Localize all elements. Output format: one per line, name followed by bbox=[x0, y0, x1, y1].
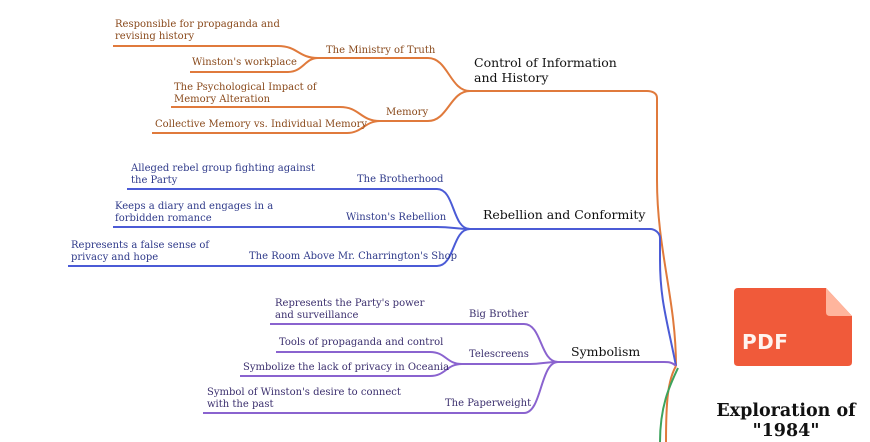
note-telescreens-propaganda[interactable]: Tools of propaganda and control bbox=[279, 337, 444, 348]
node-brotherhood[interactable]: The Brotherhood bbox=[357, 174, 444, 185]
winstons-rebellion-line bbox=[113, 226, 471, 230]
paperweight-line bbox=[203, 361, 559, 414]
note-brotherhood[interactable]: Alleged rebel group fighting against the… bbox=[131, 163, 315, 186]
control-trunk-line bbox=[470, 90, 677, 367]
memory-connector bbox=[380, 90, 471, 122]
note-ministry-propaganda[interactable]: Responsible for propaganda and revising … bbox=[115, 19, 280, 42]
ministry-connector bbox=[318, 57, 471, 92]
note-memory-psychological[interactable]: The Psychological Impact of Memory Alter… bbox=[174, 82, 317, 105]
lower-green-line bbox=[659, 367, 679, 442]
symbolism-branch-lines bbox=[203, 323, 677, 414]
memory-note-2-line bbox=[152, 120, 381, 134]
note-room-above-shop[interactable]: Represents a false sense of privacy and … bbox=[71, 240, 210, 263]
memory-note-1-line bbox=[171, 106, 381, 122]
branch-symbolism-label[interactable]: Symbolism bbox=[571, 344, 641, 359]
node-paperweight[interactable]: The Paperweight bbox=[445, 398, 532, 409]
note-winstons-rebellion[interactable]: Keeps a diary and engages in a forbidden… bbox=[115, 201, 274, 224]
note-telescreens-privacy[interactable]: Symbolize the lack of privacy in Oceania bbox=[243, 362, 450, 373]
root-topic-title[interactable]: Exploration of "1984" bbox=[716, 401, 856, 441]
brotherhood-line bbox=[127, 188, 471, 230]
node-memory[interactable]: Memory bbox=[386, 107, 429, 118]
node-telescreens[interactable]: Telescreens bbox=[469, 349, 529, 360]
rebellion-trunk-line bbox=[470, 228, 677, 367]
node-ministry-of-truth[interactable]: The Ministry of Truth bbox=[326, 45, 436, 56]
branch-rebellion-label[interactable]: Rebellion and Conformity bbox=[483, 207, 646, 222]
branch-control-label[interactable]: Control of Information and History bbox=[474, 55, 617, 85]
pdf-badge-label: PDF bbox=[742, 330, 789, 354]
ministry-note-1-line bbox=[113, 45, 319, 59]
symbolism-trunk-line bbox=[558, 361, 677, 367]
control-branch-lines bbox=[113, 45, 677, 367]
room-line bbox=[68, 228, 471, 267]
pdf-file-icon bbox=[734, 288, 852, 366]
telescreens-line bbox=[462, 361, 559, 365]
node-room-above-shop[interactable]: The Room Above Mr. Charrington's Shop bbox=[249, 251, 458, 262]
big-brother-line bbox=[270, 323, 559, 363]
ministry-note-2-line bbox=[190, 57, 319, 73]
telescreens-note-2-line bbox=[240, 363, 463, 377]
node-winstons-rebellion[interactable]: Winston's Rebellion bbox=[346, 212, 447, 223]
note-paperweight[interactable]: Symbol of Winston's desire to connect wi… bbox=[207, 387, 401, 410]
note-memory-collective[interactable]: Collective Memory vs. Individual Memory bbox=[155, 119, 368, 130]
note-ministry-workplace[interactable]: Winston's workplace bbox=[192, 57, 297, 68]
rebellion-branch-lines bbox=[68, 188, 677, 367]
note-big-brother[interactable]: Represents the Party's power and surveil… bbox=[275, 298, 425, 321]
node-big-brother[interactable]: Big Brother bbox=[469, 309, 529, 320]
